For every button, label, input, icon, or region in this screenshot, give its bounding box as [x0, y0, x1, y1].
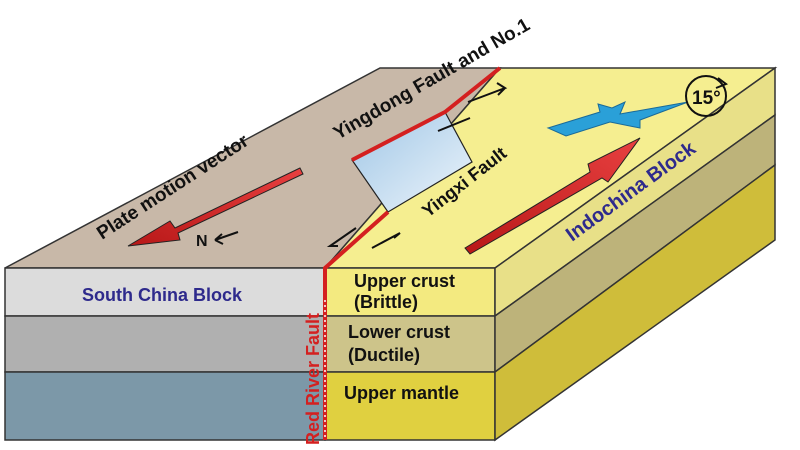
indochina-lower-crust-front [324, 315, 496, 373]
plate-motion-arrow [127, 167, 304, 247]
south-china-block-label: South China Block [82, 285, 243, 305]
indochina-motion-arrow [464, 137, 641, 255]
yingdong-fault-trace [351, 66, 502, 162]
slip-arrow-bottom-right [371, 232, 401, 249]
lower-crust-label: Lower crust [348, 322, 450, 342]
north-indicator: N [196, 231, 239, 250]
slip-arrow-bottom-left [326, 227, 357, 247]
yingxi-fault-trace [323, 210, 390, 440]
lower-crust-sublabel: (Ductile) [348, 345, 420, 365]
upper-crust-label: Upper crust [354, 271, 455, 291]
rotation-blue-arrow [546, 101, 689, 137]
rotation-angle-indicator: 15° [685, 75, 729, 117]
rotation-angle-label: 15° [692, 88, 721, 109]
slip-arrow-top-left [437, 117, 471, 132]
side-upper-mantle [494, 163, 776, 442]
south-china-lower-crust [4, 315, 326, 373]
slip-arrow-top-right [467, 82, 508, 103]
south-china-upper-mantle [4, 371, 326, 441]
north-label: N [196, 233, 208, 250]
red-river-fault-label: Red River Fault [303, 313, 323, 445]
south-china-upper-crust [4, 267, 326, 317]
upper-mantle-label: Upper mantle [344, 383, 459, 403]
upper-crust-sublabel: (Brittle) [354, 292, 418, 312]
